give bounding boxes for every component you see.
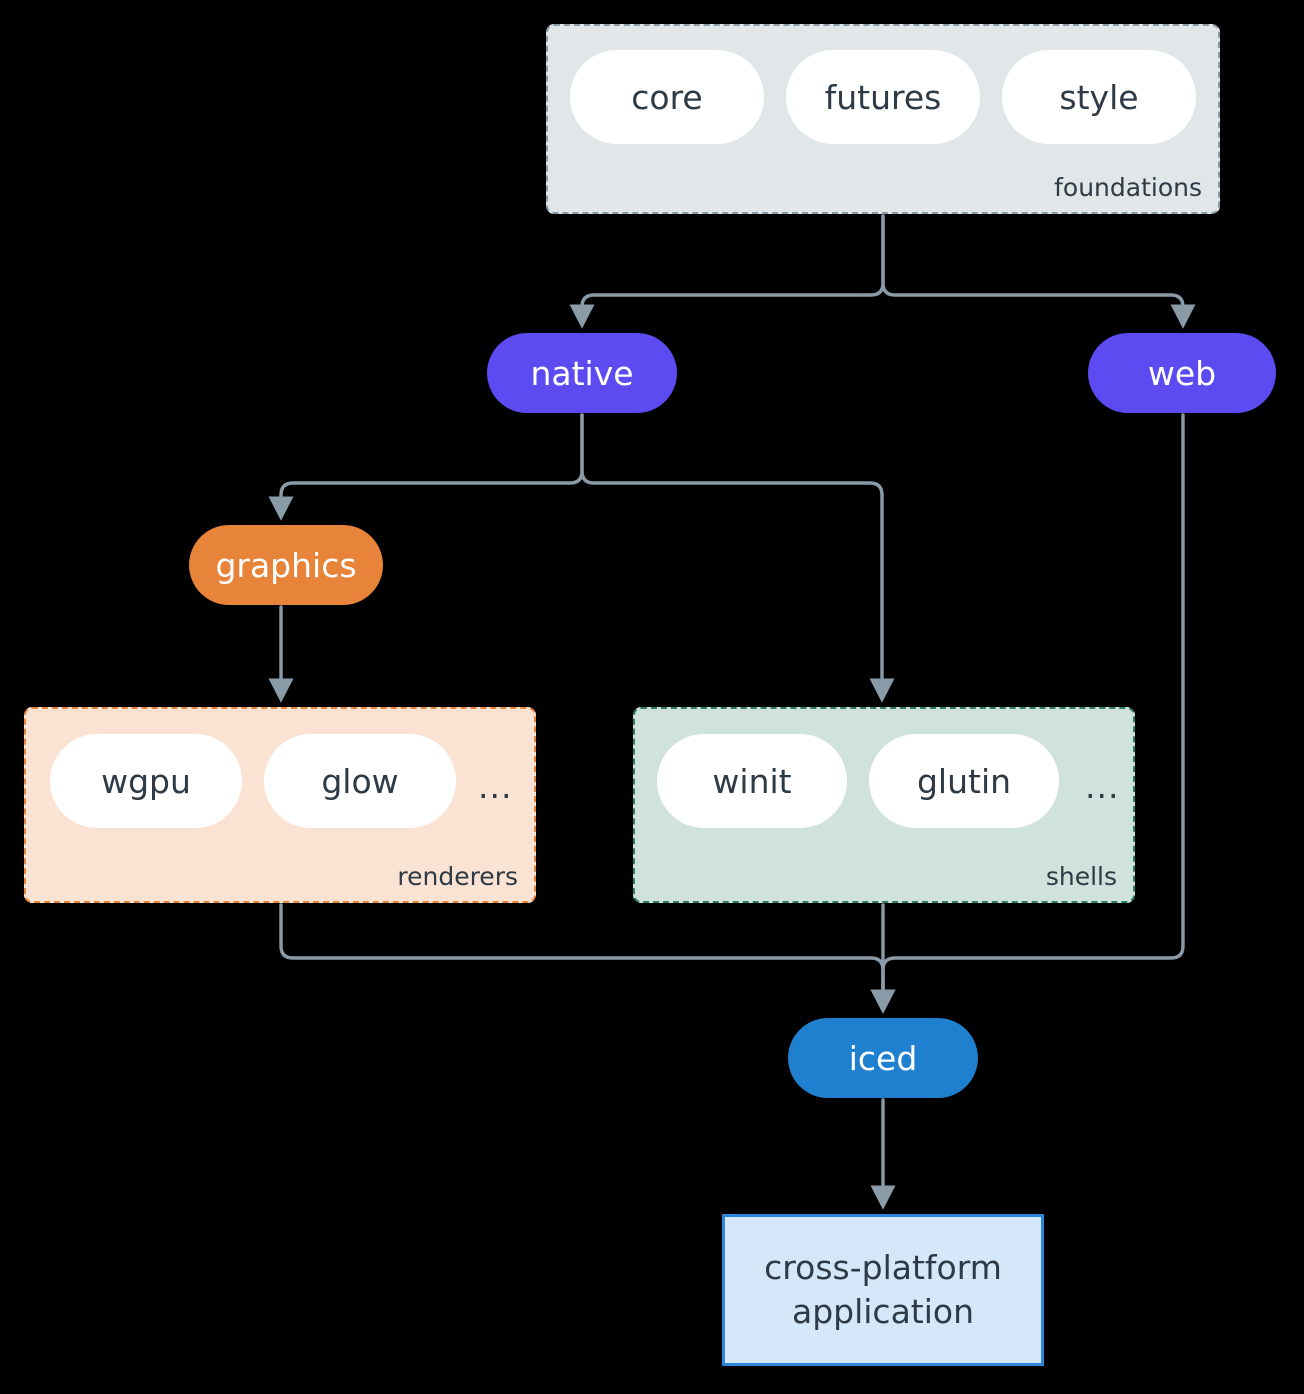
edge-foundations-to-native [569,214,885,329]
edge-renderers-to-iced [279,903,896,1014]
node-wgpu[interactable]: wgpu [50,734,242,828]
node-cross-platform-application[interactable]: cross-platform application [722,1214,1044,1366]
node-futures[interactable]: futures [786,50,980,144]
edge-foundations-to-web [881,214,1196,329]
renderers-ellipsis: ... [478,767,513,806]
node-graphics[interactable]: graphics [189,525,383,605]
node-iced[interactable]: iced [788,1018,978,1098]
node-glutin[interactable]: glutin [869,734,1059,828]
node-style[interactable]: style [1002,50,1196,144]
node-glow[interactable]: glow [264,734,456,828]
edge-web-to-iced [870,413,1185,1014]
cluster-label-shells: shells [1045,862,1117,891]
node-winit[interactable]: winit [657,734,847,828]
edge-native-to-shells [580,413,895,703]
cluster-label-renderers: renderers [397,862,518,891]
node-web[interactable]: web [1088,333,1276,413]
application-line-1: cross-platform [764,1248,1002,1288]
shells-ellipsis: ... [1085,767,1120,806]
edge-native-to-graphics [268,413,584,521]
application-line-2: application [791,1292,975,1331]
node-core[interactable]: core [570,50,764,144]
cluster-label-foundations: foundations [1054,173,1202,202]
node-native[interactable]: native [487,333,677,413]
